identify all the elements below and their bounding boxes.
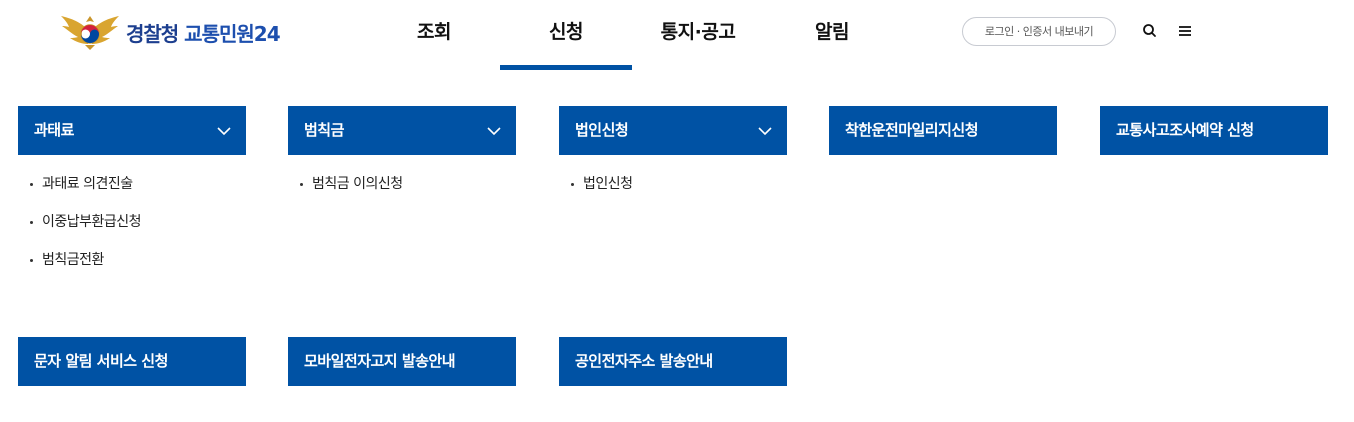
menu-sms-alert-label: 문자 알림 서비스 신청 (34, 352, 168, 370)
bullet (30, 259, 33, 262)
nav-tab-apply[interactable]: 신청 (500, 0, 632, 72)
chevron-down-icon (487, 127, 501, 136)
nav-tab-lookup[interactable]: 조회 (417, 21, 451, 43)
nav-tab-alerts[interactable]: 알림 (815, 21, 849, 43)
menu-corporate-label: 법인신청 (575, 121, 629, 139)
logo-org: 경찰청 (126, 21, 179, 46)
menu-accident-reservation[interactable]: 교통사고조사예약 신청 (1100, 106, 1328, 155)
submenu-penalty-conversion[interactable]: 범칙금전환 (30, 251, 141, 289)
logo-service: 교통민원24 (184, 21, 280, 46)
search-icon (1143, 24, 1156, 37)
submenu-label: 이중납부환급신청 (42, 214, 142, 230)
bullet (30, 183, 33, 186)
nav-tab-notice[interactable]: 통지·공고 (660, 21, 736, 43)
logo-text: 경찰청 교통민원24 (126, 18, 281, 47)
menu-accident-reservation-label: 교통사고조사예약 신청 (1116, 121, 1254, 139)
menu-mobile-e-notice-label: 모바일전자고지 발송안내 (304, 352, 456, 370)
menu-safe-driving-mileage[interactable]: 착한운전마일리지신청 (829, 106, 1057, 155)
bullet (571, 183, 574, 186)
menu-penalty[interactable]: 범칙금 (288, 106, 516, 155)
site-header: 경찰청 교통민원24 조회 신청 통지·공고 알림 로그인 · 인증서 내보내기 (0, 0, 1354, 72)
submenu-label: 과태료 의견진술 (42, 176, 133, 192)
menu-fine[interactable]: 과태료 (18, 106, 246, 155)
corporate-submenu: 법인신청 (571, 175, 633, 213)
submenu-fine-opinion[interactable]: 과태료 의견진술 (30, 175, 141, 213)
login-cert-export-button[interactable]: 로그인 · 인증서 내보내기 (962, 17, 1116, 46)
menu-corporate[interactable]: 법인신청 (559, 106, 787, 155)
menu-sms-alert[interactable]: 문자 알림 서비스 신청 (18, 337, 246, 386)
site-logo[interactable]: 경찰청 교통민원24 (60, 12, 281, 52)
search-button[interactable] (1141, 22, 1159, 40)
menu-certified-e-address[interactable]: 공인전자주소 발송안내 (559, 337, 787, 386)
menu-mobile-e-notice[interactable]: 모바일전자고지 발송안내 (288, 337, 516, 386)
menu-fine-label: 과태료 (34, 121, 74, 139)
submenu-label: 법인신청 (583, 176, 633, 192)
bullet (30, 221, 33, 224)
menu-penalty-label: 범칙금 (304, 121, 344, 139)
submenu-penalty-objection[interactable]: 범칙금 이의신청 (300, 175, 403, 213)
chevron-down-icon (758, 127, 772, 136)
submenu-double-payment-refund[interactable]: 이중납부환급신청 (30, 213, 142, 251)
submenu-corporate-apply[interactable]: 법인신청 (571, 175, 633, 213)
menu-certified-e-address-label: 공인전자주소 발송안내 (575, 352, 713, 370)
chevron-down-icon (217, 127, 231, 136)
penalty-submenu: 범칙금 이의신청 (300, 175, 403, 213)
all-menu-button[interactable] (1176, 22, 1194, 40)
police-emblem-icon (61, 16, 119, 50)
submenu-label: 범칙금 이의신청 (312, 176, 403, 192)
bullet (300, 183, 303, 186)
menu-safe-driving-mileage-label: 착한운전마일리지신청 (845, 121, 979, 139)
submenu-label: 범칙금전환 (42, 252, 104, 268)
hamburger-menu-icon (1179, 26, 1191, 36)
fine-submenu: 과태료 의견진술 이중납부환급신청 범칙금전환 (30, 175, 142, 289)
